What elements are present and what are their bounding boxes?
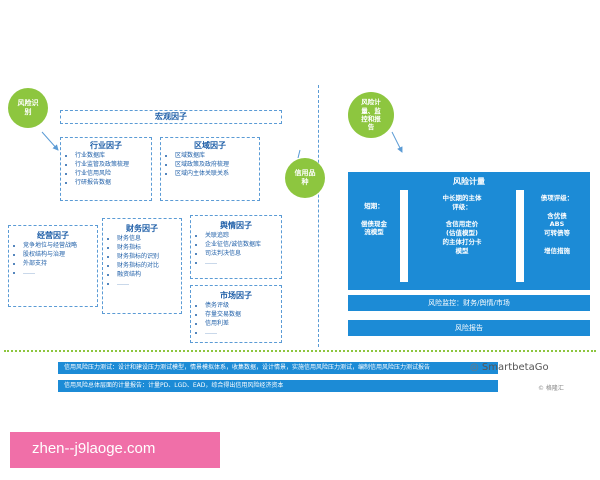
overall-report-band: 信用风险总体层面的计量报告：计量PD、LGD、EAD，综合得出信用风险经济资本	[58, 380, 498, 392]
risk-measurement-circle: 风险计 量、监 控和报 告	[348, 92, 394, 138]
factor-item: 财务指标的对比	[117, 261, 177, 270]
factor-item: 行业数据库	[75, 151, 147, 160]
arrow-center-to-products	[297, 149, 301, 159]
risk-monitoring-bar: 风险监控：财务/舆情/市场	[348, 295, 590, 311]
factor-item: 竞争地位与经营战略	[23, 241, 93, 250]
factor-item: 外部支持	[23, 259, 93, 268]
source-label: © 格隆汇	[538, 385, 564, 392]
factor-item: 存量交易数据	[205, 310, 277, 319]
factor-item: 信用利差	[205, 319, 277, 328]
wechat-brand: ◎ SmartbetaGo	[470, 362, 595, 376]
factor-item: 行业监管及政策梳理	[75, 160, 147, 169]
factor-item: 股权结构与治理	[23, 250, 93, 259]
factor-item: 区域数据库	[175, 151, 255, 160]
regional-factor-box: 区域因子 区域数据库区域政策及政府梳理区域内主体关联关系	[160, 137, 260, 201]
debt-rating: 债项评级： 含优债 ABS 可转债等 增信措施	[540, 194, 574, 255]
center-divider	[318, 85, 319, 347]
factor-item: 行业信用风险	[75, 169, 147, 178]
sentiment-factor-box: 舆情因子 关联追踪企业征信/诚信数据库司法判决信息……	[190, 215, 282, 279]
stress-test-text: 信用风险压力测试：设计和建设压力测试模型，情景模拟体系，收集数据，设计情景，实施…	[64, 364, 431, 371]
market-factor-title: 市场因子	[220, 291, 252, 300]
factor-item: 区域内主体关联关系	[175, 169, 255, 178]
risk-measurement-panel: 风险计量 短期： 偿债现金 流模型 中长期的主体 评级： 含信用定价 (估值模型…	[348, 172, 590, 290]
credit-products-circle: 信用品 种	[285, 158, 325, 198]
factor-item: 行研报告数据	[75, 178, 147, 187]
factor-item: 区域政策及政府梳理	[175, 160, 255, 169]
measurement-title: 风险计量	[453, 177, 485, 186]
mid-long-bar	[516, 190, 524, 282]
factor-item: ……	[23, 268, 93, 277]
risk-report-bar: 风险报告	[348, 320, 590, 336]
operation-factor-title: 经营因子	[37, 231, 69, 240]
market-factor-list: 债务评级存量交易数据信用利差……	[195, 301, 277, 337]
arrow-left-to-industry	[41, 131, 59, 151]
factor-item: 关联追踪	[205, 231, 277, 240]
sentiment-factor-title: 舆情因子	[220, 221, 252, 230]
financial-factor-list: 财务信息财务指标财务指标的识别财务指标的对比融资结构……	[107, 234, 177, 288]
factor-item: 司法判决信息	[205, 249, 277, 258]
wechat-icon: ◎	[470, 362, 479, 373]
factor-item: 债务评级	[205, 301, 277, 310]
industry-factor-list: 行业数据库行业监管及政策梳理行业信用风险行研报告数据	[65, 151, 147, 187]
sentiment-factor-list: 关联追踪企业征信/诚信数据库司法判决信息……	[195, 231, 277, 267]
industry-factor-title: 行业因子	[90, 141, 122, 150]
factor-item: 财务指标的识别	[117, 252, 177, 261]
financial-factor-title: 财务因子	[126, 224, 158, 233]
factor-item: ……	[205, 328, 277, 337]
short-term-bar	[400, 190, 408, 282]
risk-monitoring-label: 风险监控：财务/舆情/市场	[428, 299, 510, 307]
operation-factor-box: 经营因子 竞争地位与经营战略股权结构与治理外部支持……	[8, 225, 98, 307]
wechat-brand-label: SmartbetaGo	[481, 362, 549, 373]
factor-item: 财务指标	[117, 243, 177, 252]
industry-factor-box: 行业因子 行业数据库行业监管及政策梳理行业信用风险行研报告数据	[60, 137, 152, 201]
regional-factor-title: 区域因子	[194, 141, 226, 150]
macro-factor-box: 宏观因子	[60, 110, 282, 124]
market-factor-box: 市场因子 债务评级存量交易数据信用利差……	[190, 285, 282, 343]
factor-item: ……	[205, 258, 277, 267]
factor-item: 企业征信/诚信数据库	[205, 240, 277, 249]
stress-test-band: 信用风险压力测试：设计和建设压力测试模型，情景模拟体系，收集数据，设计情景，实施…	[58, 362, 498, 374]
bottom-dotted-divider	[4, 350, 596, 352]
risk-report-label: 风险报告	[455, 324, 483, 332]
financial-factor-box: 财务因子 财务信息财务指标财务指标的识别财务指标的对比融资结构……	[102, 218, 182, 314]
short-term-model: 短期： 偿债现金 流模型	[361, 202, 387, 237]
factor-item: 融资结构	[117, 270, 177, 279]
operation-factor-list: 竞争地位与经营战略股权结构与治理外部支持……	[13, 241, 93, 277]
overall-report-text: 信用风险总体层面的计量报告：计量PD、LGD、EAD，综合得出信用风险经济资本	[64, 382, 284, 389]
macro-factor-title: 宏观因子	[155, 112, 187, 121]
factor-item: ……	[117, 279, 177, 288]
watermark-banner: zhen--j9laoge.com	[10, 432, 220, 468]
watermark-text: zhen--j9laoge.com	[32, 440, 156, 457]
factor-item: 财务信息	[117, 234, 177, 243]
regional-factor-list: 区域数据库区域政策及政府梳理区域内主体关联关系	[165, 151, 255, 178]
risk-identification-circle: 风险识 别	[8, 88, 48, 128]
mid-long-rating: 中长期的主体 评级： 含信用定价 (估值模型) 的主体打分卡 模型	[442, 194, 482, 255]
arrow-measurement-to-box	[391, 131, 403, 153]
